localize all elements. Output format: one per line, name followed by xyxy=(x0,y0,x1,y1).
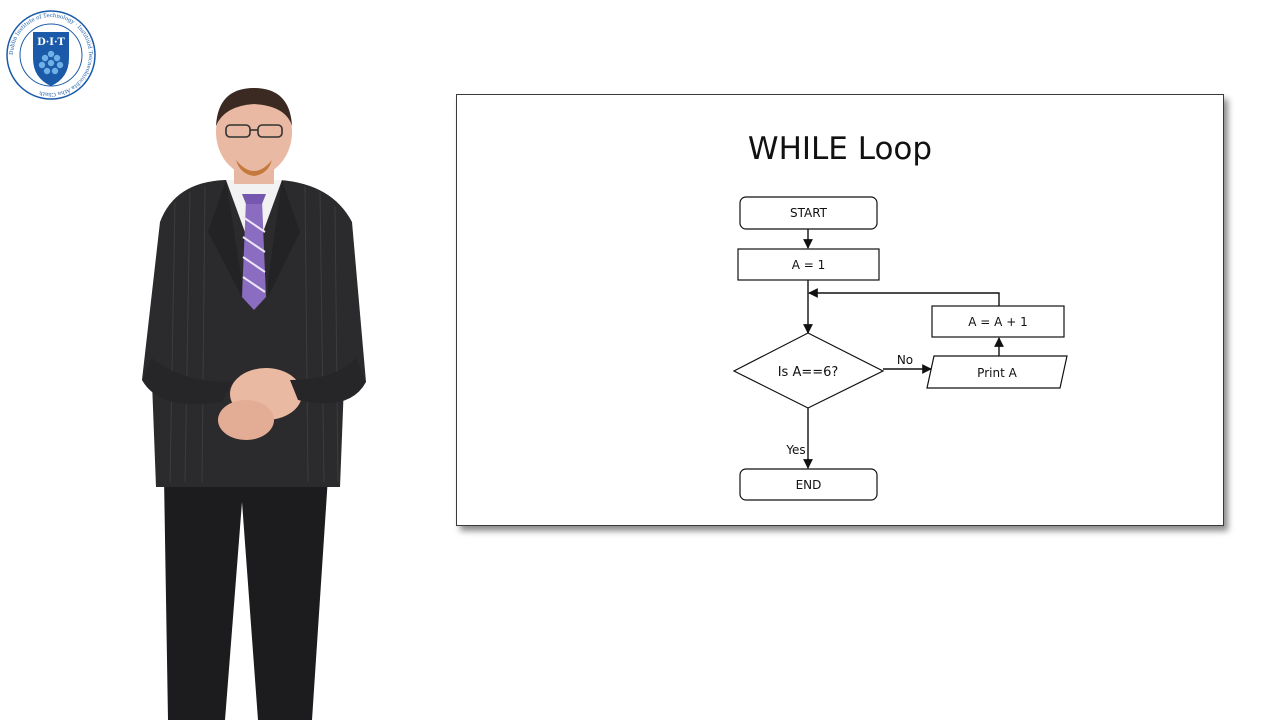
logo-initials: D·I·T xyxy=(37,37,65,48)
output-label: Print A xyxy=(977,366,1017,380)
slide: WHILE Loop START A = 1 Is A xyxy=(456,94,1224,526)
end-node: END xyxy=(739,468,878,501)
end-label: END xyxy=(796,478,822,492)
flowchart: START A = 1 Is A==6? No Print A xyxy=(732,196,1068,501)
init-label: A = 1 xyxy=(792,258,826,272)
arrow-loop-back xyxy=(808,288,1000,306)
init-node: A = 1 xyxy=(737,248,880,281)
presenter xyxy=(142,88,366,720)
increment-label: A = A + 1 xyxy=(968,315,1027,329)
output-node: Print A xyxy=(926,355,1068,389)
slide-title: WHILE Loop xyxy=(747,131,933,167)
start-label: START xyxy=(790,206,828,220)
no-label: No xyxy=(897,353,913,367)
decision-label: Is A==6? xyxy=(778,365,839,380)
decision-node: Is A==6? xyxy=(732,332,885,409)
yes-label: Yes xyxy=(785,443,805,457)
start-node: START xyxy=(739,196,878,230)
dit-logo: Dublin Institute of Technology · Institi… xyxy=(6,10,96,100)
increment-node: A = A + 1 xyxy=(931,305,1065,338)
